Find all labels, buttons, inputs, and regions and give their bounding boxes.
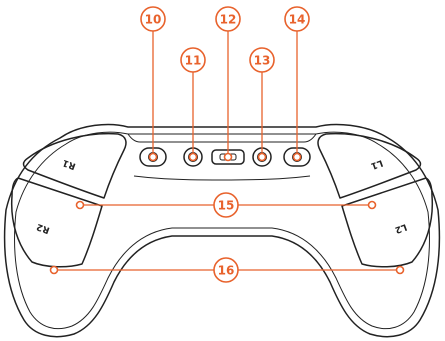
callout-16-text: 16 [218, 264, 235, 278]
endpoint-dots [49, 152, 405, 275]
controller-body: R1 R2 L1 L2 [3, 123, 441, 338]
callout-12: 12 [215, 6, 241, 32]
callout-13: 13 [249, 47, 275, 73]
r1-bumper[interactable] [22, 132, 127, 199]
callout-10: 10 [140, 6, 166, 32]
l2-trigger[interactable] [341, 177, 434, 268]
callout-14-text: 14 [289, 13, 306, 27]
r1-label: R1 [61, 157, 77, 171]
callout-15: 15 [213, 192, 239, 218]
dot-16-left [49, 265, 59, 275]
dot-15-left [75, 200, 85, 210]
controller-inner-outline [14, 131, 430, 330]
callout-12-text: 12 [220, 13, 237, 27]
r2-trigger[interactable] [10, 177, 103, 268]
dot-15-right [367, 200, 377, 210]
callout-13-text: 13 [254, 54, 271, 68]
top-edge-lower [133, 175, 311, 181]
callout-14: 14 [284, 6, 310, 32]
dot-12 [223, 152, 233, 162]
dot-14 [292, 152, 302, 162]
callout-10-text: 10 [145, 13, 162, 27]
dot-16-right [395, 265, 405, 275]
dot-11 [188, 152, 198, 162]
r2-label: R2 [35, 221, 51, 235]
l1-bumper[interactable] [317, 132, 422, 199]
l2-label: L2 [393, 221, 408, 235]
callout-15-text: 15 [218, 199, 235, 213]
l1-label: L1 [369, 157, 384, 171]
callout-16: 16 [213, 257, 239, 283]
dot-10 [148, 152, 158, 162]
top-edge-plate [127, 133, 317, 143]
dot-13 [257, 152, 267, 162]
callout-11: 11 [180, 47, 206, 73]
callout-11-text: 11 [185, 54, 202, 68]
controller-outline [3, 123, 441, 338]
